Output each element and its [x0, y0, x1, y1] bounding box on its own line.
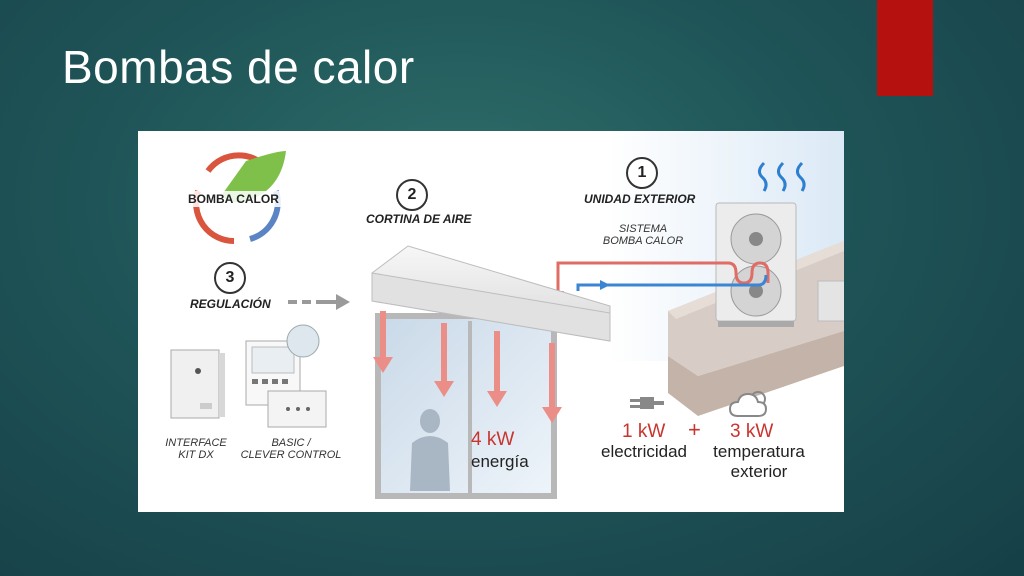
step-2-number: 2	[396, 179, 428, 211]
warm-air-arrows	[373, 311, 562, 423]
outdoor-value: 3 kW	[730, 421, 774, 442]
system-label-line1: SISTEMA	[618, 223, 668, 235]
accent-bar	[877, 0, 933, 96]
step-3-number: 3	[214, 262, 246, 294]
control-label-line2: CLEVER CONTROL	[240, 449, 342, 461]
step-1-label: UNIDAD EXTERIOR	[584, 192, 696, 206]
step-1-number: 1	[626, 157, 658, 189]
air-curtain	[371, 245, 611, 342]
plus-sign: +	[688, 417, 701, 442]
interface-kit-line2: KIT DX	[178, 449, 214, 461]
electricity-value: 1 kW	[622, 421, 666, 442]
pipe-hot	[556, 261, 770, 293]
outdoor-label-line1: temperatura	[713, 442, 805, 461]
regulation-arrow	[288, 294, 350, 310]
pipe-cold	[576, 274, 768, 291]
step-3-label: REGULACIÓN	[190, 297, 271, 311]
interface-kit-device	[170, 349, 225, 419]
plug-icon	[630, 397, 664, 409]
pipe-cold-arrow	[600, 280, 610, 290]
control-label: BASIC / CLEVER CONTROL	[236, 437, 346, 461]
cold-wind-arrows	[757, 161, 806, 192]
diagram-graphics	[170, 131, 844, 499]
logo-band	[183, 191, 295, 207]
person-silhouette	[410, 409, 450, 491]
control-label-line1: BASIC /	[271, 437, 311, 449]
system-label-line2: BOMBA CALOR	[602, 235, 684, 247]
slide-title: Bombas de calor	[62, 41, 415, 93]
outdoor-label: temperatura exterior	[704, 442, 814, 482]
interface-kit-line1: INTERFACE	[165, 437, 227, 449]
outdoor-label-line2: exterior	[730, 462, 788, 481]
interface-kit-label: INTERFACE KIT DX	[158, 437, 234, 461]
logo-text: BOMBA CALOR	[188, 192, 279, 206]
side-box	[817, 280, 844, 322]
basic-clever-control-device	[245, 324, 327, 428]
energy-label: energía	[471, 452, 529, 471]
diagram-panel: BOMBA CALOR 1 UNIDAD EXTERIOR 2 CORTINA …	[138, 131, 844, 512]
electricity-label: electricidad	[601, 442, 687, 461]
energy-value: 4 kW	[471, 429, 515, 450]
system-label: SISTEMA BOMBA CALOR	[588, 223, 698, 247]
step-2-label: CORTINA DE AIRE	[366, 212, 472, 226]
sun-cloud-icon	[728, 391, 768, 417]
